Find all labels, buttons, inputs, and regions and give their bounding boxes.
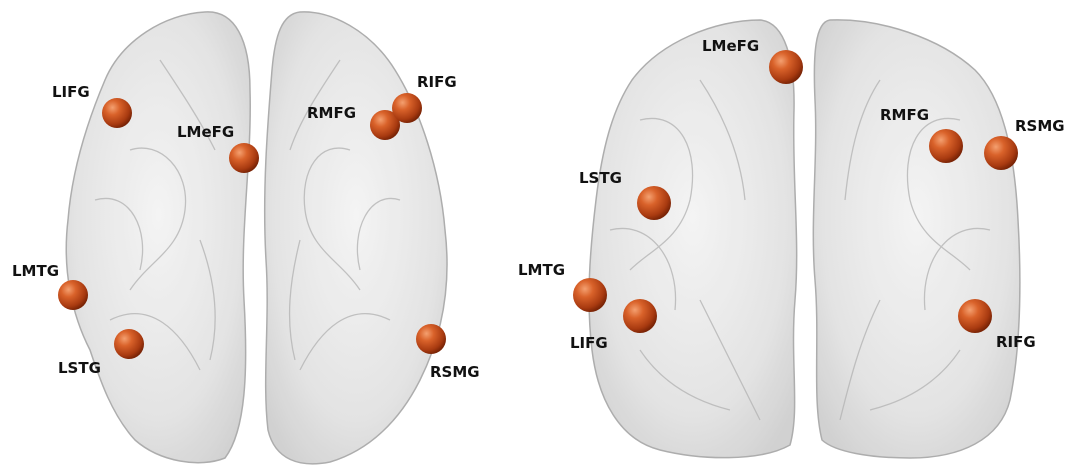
roi-label-axial-rmfg: RMFG <box>307 104 356 122</box>
roi-sphere-coronal-lstg <box>637 186 671 220</box>
roi-sphere-axial-lmefg <box>229 143 259 173</box>
roi-label-coronal-lstg: LSTG <box>579 169 622 187</box>
roi-label-axial-lmtg: LMTG <box>12 262 59 280</box>
roi-sphere-coronal-rmfg <box>929 129 963 163</box>
roi-label-axial-rsmg: RSMG <box>430 363 480 381</box>
roi-sphere-axial-lstg <box>114 329 144 359</box>
roi-label-coronal-rsmg: RSMG <box>1015 117 1065 135</box>
roi-label-coronal-rmfg: RMFG <box>880 106 929 124</box>
roi-sphere-axial-rsmg <box>416 324 446 354</box>
roi-sphere-coronal-lmtg <box>573 278 607 312</box>
roi-sphere-axial-lmtg <box>58 280 88 310</box>
roi-sphere-axial-rifg <box>392 93 422 123</box>
roi-label-coronal-rifg: RIFG <box>996 333 1036 351</box>
axial-view: LIFG LMeFG RMFG RIFG LMTG LSTG RSMG <box>12 12 480 464</box>
roi-label-coronal-lifg: LIFG <box>570 334 608 352</box>
roi-label-axial-rifg: RIFG <box>417 73 457 91</box>
roi-label-coronal-lmtg: LMTG <box>518 261 565 279</box>
coronal-left-hemisphere <box>589 20 797 458</box>
roi-label-axial-lifg: LIFG <box>52 83 90 101</box>
roi-sphere-coronal-lmefg <box>769 50 803 84</box>
coronal-view: LMeFG RMFG RSMG LSTG LMTG LIFG RIFG <box>518 20 1065 458</box>
roi-sphere-coronal-rifg <box>958 299 992 333</box>
roi-label-axial-lmefg: LMeFG <box>177 123 234 141</box>
coronal-right-hemisphere <box>813 20 1020 458</box>
roi-sphere-coronal-rsmg <box>984 136 1018 170</box>
roi-label-axial-lstg: LSTG <box>58 359 101 377</box>
axial-left-hemisphere <box>66 12 250 463</box>
roi-sphere-coronal-lifg <box>623 299 657 333</box>
roi-label-coronal-lmefg: LMeFG <box>702 37 759 55</box>
roi-sphere-axial-lifg <box>102 98 132 128</box>
